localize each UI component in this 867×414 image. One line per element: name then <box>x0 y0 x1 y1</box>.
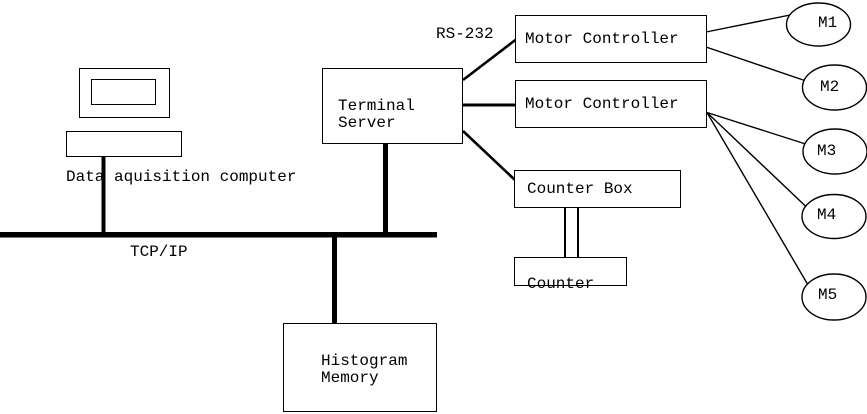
terminal-server-label: Terminal Server <box>338 97 415 132</box>
motor-m5-ellipse <box>801 273 867 321</box>
motor-controller-2-label: Motor Controller <box>525 94 679 113</box>
motor-m4-ellipse <box>801 193 867 240</box>
counter-box-label: Counter Box <box>527 179 633 198</box>
motor-controller-2-to-m4-line <box>706 111 819 219</box>
motor-m1-ellipse <box>785 2 852 47</box>
motor-m2-label: M2 <box>820 78 840 96</box>
terminal-server-to-counter-box-line <box>462 130 517 182</box>
motor-controller-1-label: Motor Controller <box>525 29 679 48</box>
motor-controller-2-box: Motor Controller <box>515 80 707 128</box>
computer-screen-icon <box>91 79 156 105</box>
computer-monitor-icon <box>79 68 170 118</box>
histogram-memory-label: Histogram Memory <box>321 352 408 387</box>
computer-keyboard-icon <box>66 131 182 157</box>
motor-m3-label: M3 <box>817 142 837 160</box>
rs232-label: RS-232 <box>436 25 494 43</box>
motor-m3-ellipse <box>802 128 867 175</box>
histogram-memory-box: Histogram Memory <box>283 323 437 412</box>
data-acquisition-computer-label: Data aquisition computer <box>66 168 297 186</box>
counter-box-box: Counter Box <box>514 170 681 208</box>
motor-controller-2-to-m5-line <box>706 112 819 303</box>
counter-label: Counter <box>527 275 595 293</box>
terminal-server-to-motor-controller-1-line <box>462 38 517 82</box>
motor-controller-1-to-m1-line <box>705 12 801 33</box>
motor-controller-2-to-m3-line <box>706 111 816 148</box>
motor-m1-label: M1 <box>818 14 838 32</box>
motor-m5-label: M5 <box>818 286 838 304</box>
tcpip-label: TCP/IP <box>130 243 188 261</box>
terminal-server-box: Terminal Server <box>322 68 463 144</box>
motor-controller-1-box: Motor Controller <box>515 15 707 63</box>
motor-controller-1-to-m2-line <box>705 46 816 85</box>
motor-m4-label: M4 <box>817 206 837 224</box>
counter-box: Counter <box>514 257 627 293</box>
